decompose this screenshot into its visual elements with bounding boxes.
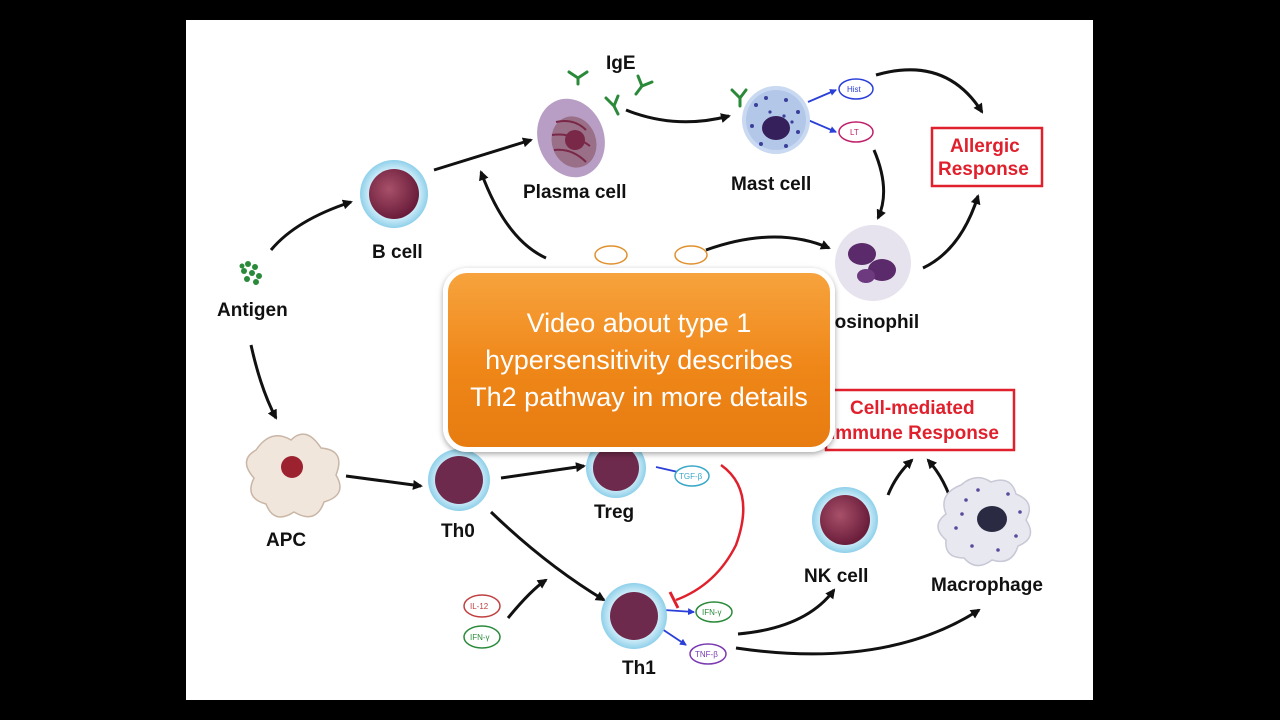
mast-cell-icon	[742, 86, 810, 154]
inhibition-treg-to-th1	[675, 463, 745, 602]
arrow-th0-to-th1	[489, 510, 606, 602]
arrow-cytokines-to-th1	[506, 578, 548, 619]
svg-text:Immune Response: Immune Response	[830, 423, 999, 444]
arrow-antigen-to-apc	[249, 344, 278, 420]
antigen-label: Antigen	[217, 300, 288, 321]
nk-cell-label: NK cell	[804, 566, 868, 587]
hist-tag: Hist	[838, 78, 874, 100]
video-note-callout: Video about type 1 hypersensitivity desc…	[443, 268, 835, 452]
mast-cell-label: Mast cell	[731, 174, 811, 195]
macrophage-icon	[937, 476, 1032, 567]
plasma-cell-icon	[537, 98, 605, 178]
tgf-tag: TGF-β	[674, 465, 710, 487]
svg-text:TGF-β: TGF-β	[679, 472, 703, 481]
th0-cell-icon	[428, 449, 490, 511]
eosinophil-icon	[835, 225, 911, 301]
arrow-mast-to-eosinophil	[872, 149, 886, 220]
th1-cell-icon	[601, 583, 667, 649]
ifn-output-tag: IFN-γ	[695, 601, 733, 623]
svg-text:Response: Response	[938, 159, 1029, 180]
th1-label: Th1	[622, 658, 656, 679]
arrow-nkcell-to-cellmediated	[886, 458, 914, 496]
antigen-icon	[239, 261, 262, 285]
macrophage-label: Macrophage	[931, 575, 1043, 596]
slide-image: Antigen B cell Plasma cell IgE Mast cell	[186, 20, 1093, 700]
svg-text:TNF-β: TNF-β	[695, 650, 718, 659]
svg-text:Hist: Hist	[847, 85, 862, 94]
arrow-th2-to-eosinophil	[705, 235, 831, 252]
pathway-arrows	[249, 68, 984, 656]
svg-text:IFN-γ: IFN-γ	[702, 608, 722, 617]
arrow-plasma-to-mast	[625, 108, 731, 124]
apc-label: APC	[266, 530, 306, 551]
apc-icon	[245, 433, 341, 518]
arrow-th2-to-bcell	[479, 170, 547, 260]
th0-label: Th0	[441, 521, 475, 542]
svg-text:IFN-γ: IFN-γ	[470, 633, 490, 642]
arrow-apc-to-th0	[345, 474, 423, 490]
arrow-th0-to-treg	[500, 462, 586, 480]
il12-tag: IL-12	[463, 594, 501, 618]
eosinophil-label: Eosinophil	[822, 312, 919, 333]
svg-text:IL-12: IL-12	[470, 602, 489, 611]
treg-label: Treg	[594, 502, 634, 523]
b-cell-label: B cell	[372, 242, 423, 263]
ifn-input-tag: IFN-γ	[463, 625, 501, 649]
arrow-mast-to-allergic	[875, 68, 984, 114]
plasma-cell-label: Plasma cell	[523, 182, 627, 203]
allergic-response-box: Allergic Response	[930, 126, 1044, 188]
svg-text:Cell-mediated: Cell-mediated	[850, 398, 975, 419]
ige-antibody-icon	[567, 70, 748, 116]
tnf-tag: TNF-β	[689, 643, 727, 665]
arrow-eosinophil-to-allergic	[922, 194, 981, 270]
arrow-th1-to-nkcell	[737, 588, 836, 636]
treg-cell-icon	[586, 438, 646, 498]
nk-cell-icon	[812, 487, 878, 553]
inhibition-bar	[668, 591, 680, 609]
arrow-bcell-to-plasma	[433, 137, 533, 172]
b-cell-icon	[360, 160, 428, 228]
svg-text:Allergic: Allergic	[950, 136, 1020, 157]
video-note-text: Video about type 1 hypersensitivity desc…	[470, 307, 808, 412]
arrow-antigen-to-bcell	[269, 199, 353, 251]
cell-mediated-response-box: Cell-mediated Immune Response	[824, 388, 1016, 452]
svg-text:LT: LT	[850, 128, 859, 137]
ige-label: IgE	[606, 53, 636, 74]
arrow-th1-to-macrophage	[735, 608, 981, 656]
lt-tag: LT	[838, 121, 874, 143]
